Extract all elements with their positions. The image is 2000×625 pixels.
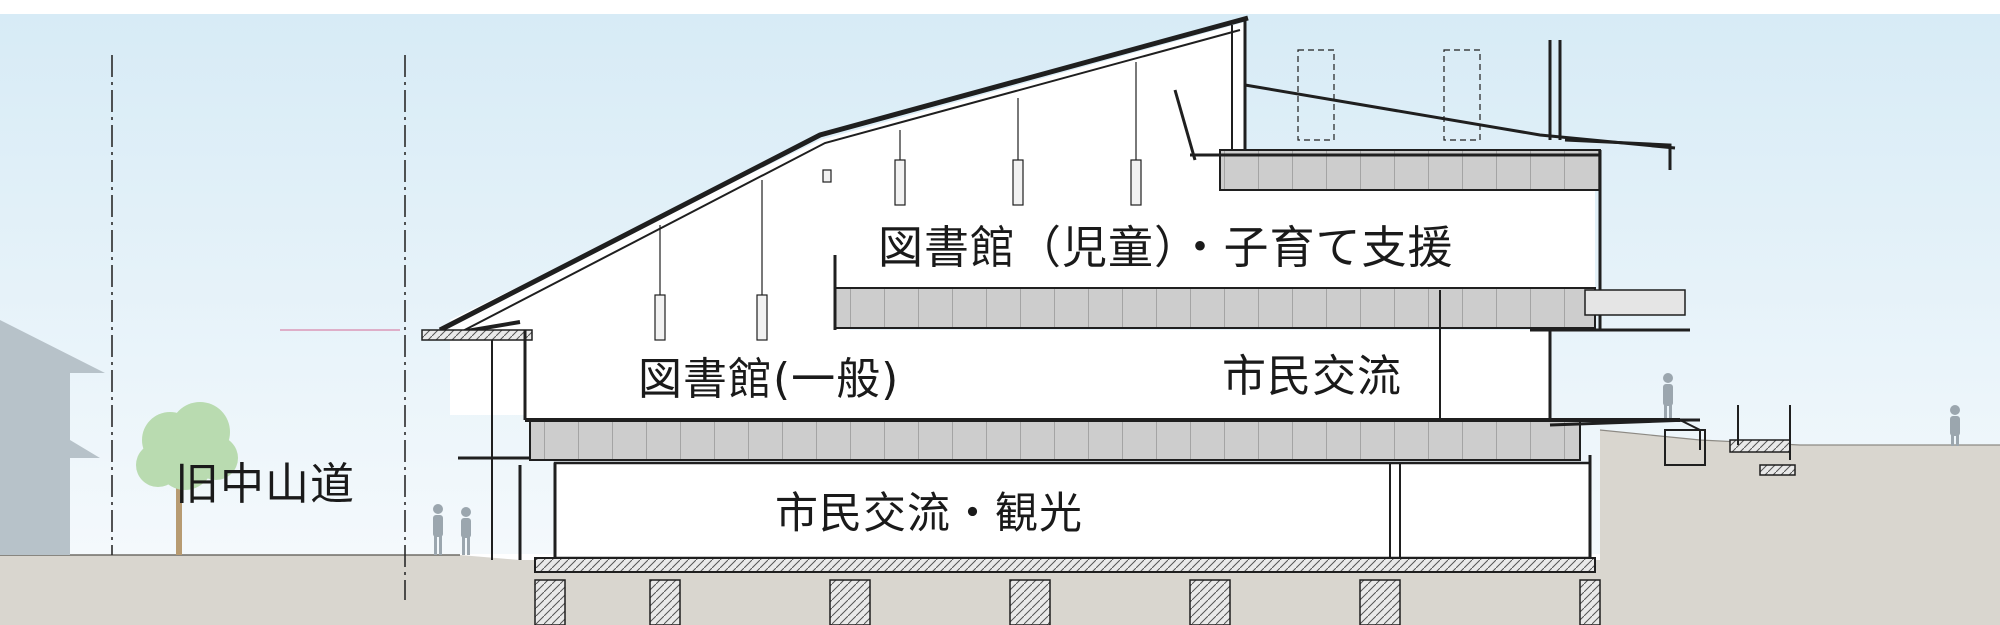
ground xyxy=(0,430,2000,625)
label-citizen-exchange-tourism: 市民交流・観光 xyxy=(775,489,1083,539)
person-icon xyxy=(433,373,1960,555)
house-silhouette-icon xyxy=(0,320,105,555)
tree-icon xyxy=(136,402,238,555)
label-citizen-exchange-upper: 市民交流 xyxy=(1222,351,1402,402)
floor-slab-3 xyxy=(833,149,1690,332)
foundation xyxy=(534,557,1601,625)
label-library-general: 図書館(一般) xyxy=(638,354,900,405)
terrace-structure xyxy=(1664,405,1796,476)
floor-slab-2 xyxy=(458,418,1701,461)
label-old-nakasendo: 旧中山道 xyxy=(175,459,355,510)
pendant-lights xyxy=(654,62,1142,341)
label-library-children: 図書館（児童）・子育て支援 xyxy=(878,221,1454,274)
roof xyxy=(421,15,1676,341)
